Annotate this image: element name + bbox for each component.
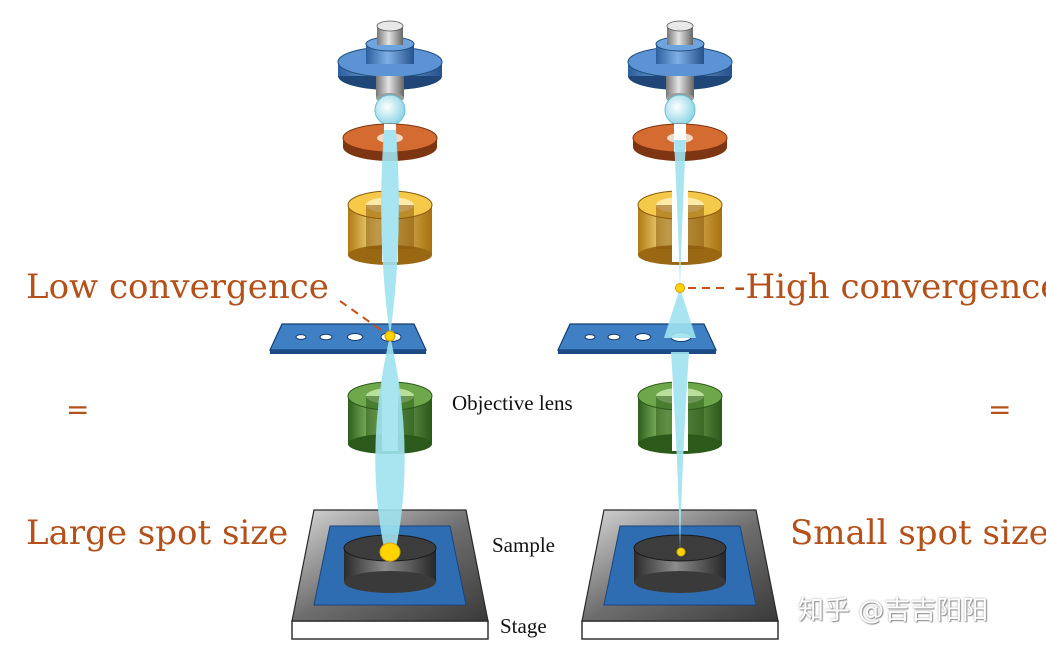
right-electron-gun xyxy=(627,20,733,126)
right-convergence-label: -High convergence xyxy=(734,267,1046,307)
left-equals-sign: = xyxy=(66,393,90,426)
left-column xyxy=(269,20,489,640)
left-electron-gun xyxy=(337,20,443,126)
objective-lens-label: Objective lens xyxy=(452,391,573,415)
left-aperture-strip xyxy=(269,323,427,354)
right-beam-spot xyxy=(676,547,686,557)
left-electron-beam xyxy=(375,130,405,548)
left-crossover-pointer xyxy=(339,300,386,334)
left-spot-size-label: Large spot size xyxy=(26,513,289,553)
right-crossover-point xyxy=(675,283,685,293)
right-spot-size-label: Small spot size xyxy=(790,513,1046,553)
watermark: 知乎 @吉吉阳阳 xyxy=(798,596,989,626)
sample-label: Sample xyxy=(492,533,555,557)
stage-label: Stage xyxy=(500,614,547,638)
left-convergence-label: Low convergence xyxy=(26,267,329,307)
right-electron-beam xyxy=(664,140,696,552)
right-equals-sign: = xyxy=(988,393,1012,426)
left-crossover-point xyxy=(384,330,396,342)
right-column xyxy=(557,20,779,640)
left-beam-spot xyxy=(379,542,401,562)
